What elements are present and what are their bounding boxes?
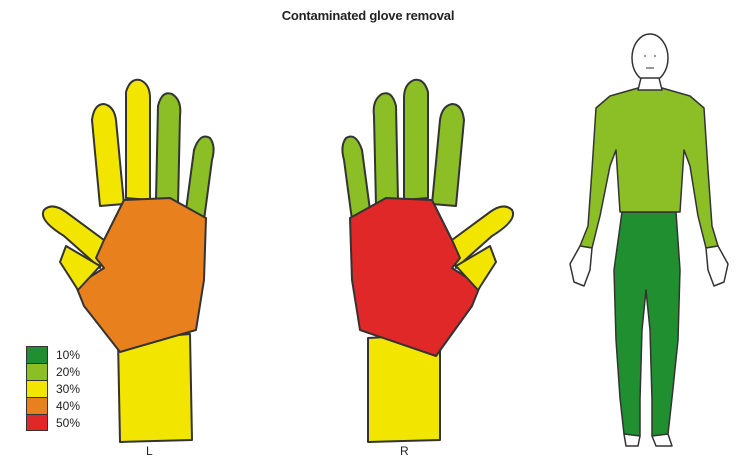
right-index-finger bbox=[432, 104, 464, 206]
left-little-finger bbox=[186, 137, 214, 221]
body-right-foot bbox=[652, 434, 672, 446]
body-left-foot bbox=[624, 434, 640, 446]
body-figure bbox=[570, 34, 728, 446]
body-left-hand bbox=[570, 246, 592, 286]
legend-item: 50% bbox=[26, 414, 80, 431]
legend-item: 10% bbox=[26, 346, 80, 363]
legend-item: 30% bbox=[26, 380, 80, 397]
left-middle-finger bbox=[126, 80, 150, 200]
body-neck bbox=[638, 78, 662, 90]
left-index-finger bbox=[92, 104, 124, 206]
legend-swatch bbox=[26, 414, 48, 431]
right-hand-label: R bbox=[400, 444, 409, 458]
legend-label: 10% bbox=[56, 348, 80, 362]
right-ring-finger bbox=[374, 93, 398, 206]
legend-label: 40% bbox=[56, 399, 80, 413]
legend-swatch bbox=[26, 397, 48, 414]
legend-label: 50% bbox=[56, 416, 80, 430]
left-palm bbox=[76, 198, 206, 352]
right-palm bbox=[350, 198, 480, 356]
legend-label: 20% bbox=[56, 365, 80, 379]
legend: 10% 20% 30% 40% 50% bbox=[26, 346, 80, 431]
right-little-finger bbox=[342, 137, 370, 221]
right-hand bbox=[342, 80, 513, 442]
legend-swatch bbox=[26, 363, 48, 380]
legend-swatch bbox=[26, 380, 48, 397]
legend-label: 30% bbox=[56, 382, 80, 396]
right-middle-finger bbox=[404, 80, 428, 200]
legend-item: 20% bbox=[26, 363, 80, 380]
left-ring-finger bbox=[156, 93, 180, 206]
legend-item: 40% bbox=[26, 397, 80, 414]
legend-swatch bbox=[26, 346, 48, 363]
body-lower bbox=[614, 212, 680, 440]
left-hand-label: L bbox=[146, 444, 153, 458]
body-head bbox=[632, 34, 668, 82]
body-right-hand bbox=[706, 246, 728, 286]
